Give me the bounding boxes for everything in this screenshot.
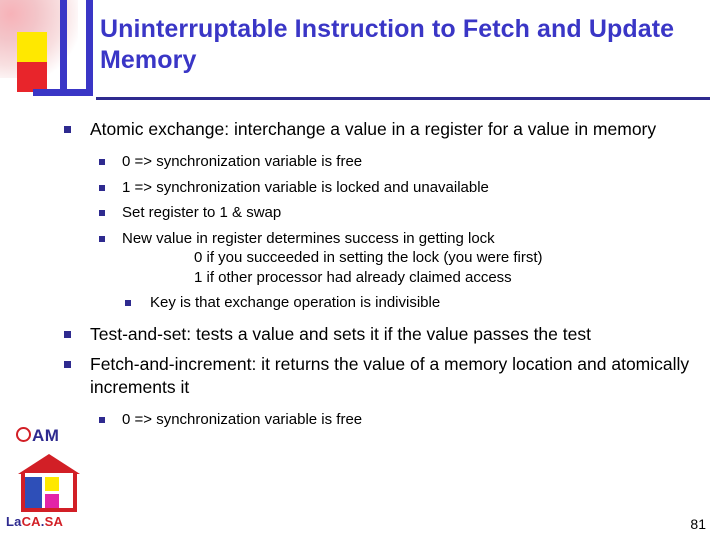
spacer — [0, 400, 720, 410]
bullet-fetch-sync-free-text: 0 => synchronization variable is free — [122, 411, 363, 429]
bullet-new-value: New value in register determines success… — [0, 229, 720, 288]
slide-title: Uninterruptable Instruction to Fetch and… — [100, 15, 675, 74]
page-number: 81 — [690, 516, 706, 532]
lacasa-wordmark: LaCA.SA — [6, 514, 63, 529]
bullet-new-value-line2: 0 if you succeeded in setting the lock (… — [194, 249, 543, 267]
bullet-fetch-and-increment-text: Fetch-and-increment: it returns the valu… — [90, 354, 690, 397]
bullet-atomic-exchange-text: Atomic exchange: interchange a value in … — [90, 119, 657, 139]
blue-vertical-bar-2 — [86, 0, 93, 96]
bullet-set-swap: Set register to 1 & swap — [0, 203, 720, 223]
ring-icon — [16, 427, 31, 442]
bullet-fetch-and-increment: Fetch-and-increment: it returns the valu… — [0, 353, 720, 398]
house-yellow-block — [45, 477, 59, 491]
bullet-indivisible-text: Key is that exchange operation is indivi… — [150, 294, 441, 312]
bullet-marker-icon — [99, 184, 105, 191]
house-icon — [18, 454, 80, 512]
bullet-test-and-set: Test-and-set: tests a value and sets it … — [0, 323, 720, 345]
wordmark-la: La — [6, 514, 22, 529]
bullet-marker-icon — [64, 330, 71, 338]
bullet-atomic-exchange: Atomic exchange: interchange a value in … — [0, 118, 720, 140]
bullet-sync-locked: 1 => synchronization variable is locked … — [0, 178, 720, 198]
bullet-marker-icon — [64, 126, 71, 133]
spacer — [0, 313, 720, 323]
spacer — [0, 142, 720, 152]
bullet-new-value-text: New value in register determines success… — [122, 229, 495, 247]
bullet-marker-icon — [99, 159, 105, 166]
bullet-marker-icon — [99, 210, 105, 217]
bullet-marker-icon — [64, 361, 71, 369]
blue-vertical-bar-1 — [60, 0, 67, 96]
lacasa-logo: AM LaCA.SA — [4, 426, 96, 536]
bullet-sync-free: 0 => synchronization variable is free — [0, 152, 720, 172]
bullet-fetch-sync-free: 0 => synchronization variable is free — [0, 410, 720, 430]
bullet-indivisible: Key is that exchange operation is indivi… — [0, 293, 720, 313]
bullet-test-and-set-text: Test-and-set: tests a value and sets it … — [90, 323, 591, 344]
bullet-sync-free-text: 0 => synchronization variable is free — [122, 153, 363, 171]
am-label: AM — [32, 426, 60, 445]
wordmark-sa: SA — [44, 514, 64, 529]
wordmark-separator: . — [40, 514, 45, 529]
slide-content: Atomic exchange: interchange a value in … — [0, 118, 720, 430]
red-square — [17, 62, 47, 92]
house-blue-block — [25, 477, 42, 508]
house-magenta-block — [45, 494, 59, 508]
bullet-marker-icon — [125, 300, 131, 307]
blue-horizontal-bar — [33, 89, 93, 96]
bullet-sync-locked-text: 1 => synchronization variable is locked … — [122, 178, 489, 196]
wordmark-ca: CA — [21, 514, 41, 529]
title-divider — [96, 97, 710, 100]
yellow-square — [17, 32, 47, 62]
house-roof-shape — [18, 454, 80, 474]
bullet-marker-icon — [99, 235, 105, 242]
am-logo-text: AM — [16, 426, 59, 446]
bullet-set-swap-text: Set register to 1 & swap — [122, 204, 282, 222]
corner-decoration — [0, 0, 110, 110]
bullet-new-value-line3: 1 if other processor had already claimed… — [194, 268, 512, 286]
bullet-marker-icon — [99, 417, 105, 424]
